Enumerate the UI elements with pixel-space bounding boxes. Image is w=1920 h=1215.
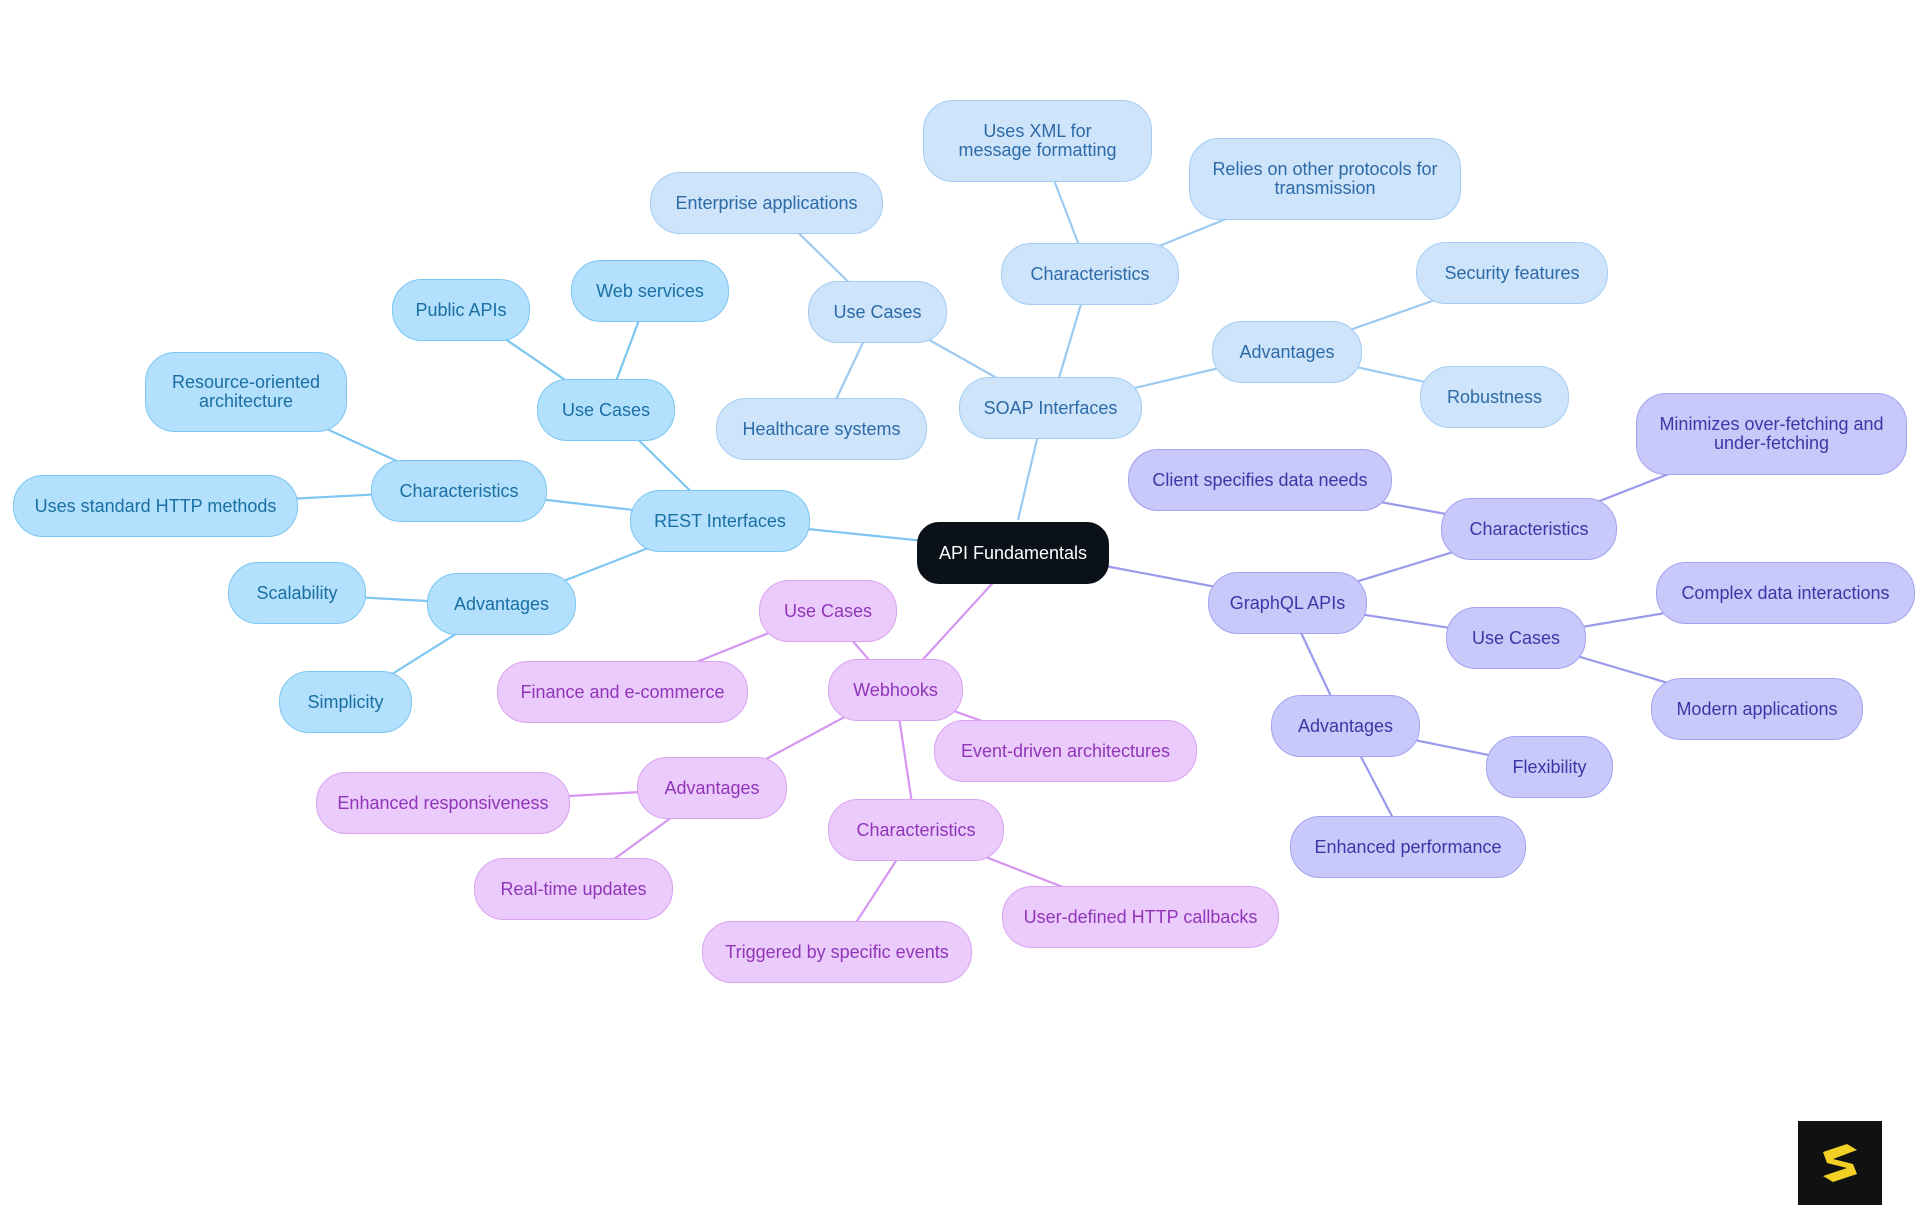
webhooks-advantages-label: Advantages — [664, 777, 760, 798]
graphql-characteristics-node[interactable]: Characteristics — [1441, 498, 1617, 560]
soap-advantages-node[interactable]: Advantages — [1212, 321, 1362, 383]
graphql-performance-node[interactable]: Enhanced performance — [1290, 816, 1526, 878]
soap-characteristics-node[interactable]: Characteristics — [1001, 243, 1179, 305]
graphql-modern-label: Modern applications — [1676, 698, 1838, 719]
webhooks-advantages-node[interactable]: Advantages — [637, 757, 787, 819]
rest-use-cases-label: Use Cases — [561, 399, 651, 420]
webhooks-triggered-node[interactable]: Triggered by specific events — [702, 921, 972, 983]
soap-protocols-label: Relies on other protocols for transmissi… — [1212, 159, 1438, 198]
rest-http-methods-label: Uses standard HTTP methods — [34, 495, 277, 516]
soap-robustness-node[interactable]: Robustness — [1420, 366, 1569, 428]
webhooks-realtime-node[interactable]: Real-time updates — [474, 858, 673, 920]
rest-advantages-node[interactable]: Advantages — [427, 573, 576, 635]
rest-simplicity-node[interactable]: Simplicity — [279, 671, 412, 733]
soap-enterprise-node[interactable]: Enterprise applications — [650, 172, 883, 234]
rest-http-methods-node[interactable]: Uses standard HTTP methods — [13, 475, 298, 537]
webhooks-characteristics-node[interactable]: Characteristics — [828, 799, 1004, 861]
webhooks-callbacks-node[interactable]: User-defined HTTP callbacks — [1002, 886, 1279, 948]
graphql-use-cases-node[interactable]: Use Cases — [1446, 607, 1586, 669]
webhooks-callbacks-label: User-defined HTTP callbacks — [1023, 906, 1258, 927]
rest-interfaces-label: REST Interfaces — [654, 510, 786, 531]
graphql-apis-label: GraphQL APIs — [1229, 592, 1346, 613]
webhooks-responsiveness-node[interactable]: Enhanced responsiveness — [316, 772, 570, 834]
rest-advantages-label: Advantages — [453, 593, 550, 614]
graphql-complex-node[interactable]: Complex data interactions — [1656, 562, 1915, 624]
brand-logo-icon — [1798, 1121, 1882, 1205]
rest-public-apis-node[interactable]: Public APIs — [392, 279, 530, 341]
webhooks-use-cases-node[interactable]: Use Cases — [759, 580, 897, 642]
rest-resource-oriented-node[interactable]: Resource-oriented architecture — [145, 352, 347, 432]
webhooks-label: Webhooks — [853, 679, 938, 700]
brand-logo-mark — [1823, 1144, 1857, 1182]
soap-characteristics-label: Characteristics — [1030, 263, 1150, 284]
root-label: API Fundamentals — [938, 542, 1088, 563]
webhooks-finance-label: Finance and e-commerce — [520, 681, 725, 702]
graphql-minimizes-node[interactable]: Minimizes over-fetching and under-fetchi… — [1636, 393, 1907, 475]
graphql-flexibility-label: Flexibility — [1512, 756, 1587, 777]
rest-resource-oriented-label: Resource-oriented architecture — [171, 372, 321, 411]
soap-healthcare-node[interactable]: Healthcare systems — [716, 398, 927, 460]
soap-xml-label: Uses XML for message formatting — [958, 121, 1117, 160]
graphql-performance-label: Enhanced performance — [1314, 836, 1502, 857]
soap-healthcare-label: Healthcare systems — [742, 418, 901, 439]
webhooks-triggered-label: Triggered by specific events — [725, 941, 949, 962]
soap-interfaces-label: SOAP Interfaces — [983, 397, 1118, 418]
soap-interfaces-node[interactable]: SOAP Interfaces — [959, 377, 1142, 439]
soap-protocols-node[interactable]: Relies on other protocols for transmissi… — [1189, 138, 1461, 220]
rest-web-services-node[interactable]: Web services — [571, 260, 729, 322]
soap-use-cases-node[interactable]: Use Cases — [808, 281, 947, 343]
webhooks-use-cases-label: Use Cases — [783, 600, 873, 621]
soap-use-cases-label: Use Cases — [833, 301, 922, 322]
graphql-characteristics-label: Characteristics — [1469, 518, 1589, 539]
soap-advantages-label: Advantages — [1239, 341, 1335, 362]
rest-interfaces-node[interactable]: REST Interfaces — [630, 490, 810, 552]
rest-public-apis-label: Public APIs — [415, 299, 507, 320]
rest-use-cases-node[interactable]: Use Cases — [537, 379, 675, 441]
rest-web-services-label: Web services — [596, 280, 704, 301]
rest-characteristics-label: Characteristics — [399, 480, 519, 501]
rest-scalability-node[interactable]: Scalability — [228, 562, 366, 624]
soap-robustness-label: Robustness — [1446, 386, 1543, 407]
graphql-minimizes-label: Minimizes over-fetching and under-fetchi… — [1659, 414, 1884, 453]
graphql-apis-node[interactable]: GraphQL APIs — [1208, 572, 1367, 634]
webhooks-responsiveness-label: Enhanced responsiveness — [337, 792, 549, 813]
webhooks-finance-node[interactable]: Finance and e-commerce — [497, 661, 748, 723]
soap-xml-node[interactable]: Uses XML for message formatting — [923, 100, 1152, 182]
root-node[interactable]: API Fundamentals — [917, 522, 1109, 584]
graphql-advantages-label: Advantages — [1297, 715, 1394, 736]
graphql-client-node[interactable]: Client specifies data needs — [1128, 449, 1392, 511]
webhooks-characteristics-label: Characteristics — [856, 819, 976, 840]
rest-characteristics-node[interactable]: Characteristics — [371, 460, 547, 522]
rest-scalability-label: Scalability — [256, 582, 338, 603]
rest-simplicity-label: Simplicity — [307, 691, 384, 712]
webhooks-event-driven-node[interactable]: Event-driven architectures — [934, 720, 1197, 782]
graphql-advantages-node[interactable]: Advantages — [1271, 695, 1420, 757]
graphql-flexibility-node[interactable]: Flexibility — [1486, 736, 1613, 798]
webhooks-realtime-label: Real-time updates — [500, 878, 647, 899]
webhooks-node[interactable]: Webhooks — [828, 659, 963, 721]
webhooks-event-driven-label: Event-driven architectures — [960, 740, 1171, 761]
graphql-use-cases-label: Use Cases — [1471, 627, 1561, 648]
soap-enterprise-label: Enterprise applications — [675, 192, 858, 213]
graphql-complex-label: Complex data interactions — [1681, 582, 1890, 603]
graphql-modern-node[interactable]: Modern applications — [1651, 678, 1863, 740]
graphql-client-label: Client specifies data needs — [1152, 469, 1368, 490]
soap-security-label: Security features — [1444, 262, 1580, 283]
soap-security-node[interactable]: Security features — [1416, 242, 1608, 304]
